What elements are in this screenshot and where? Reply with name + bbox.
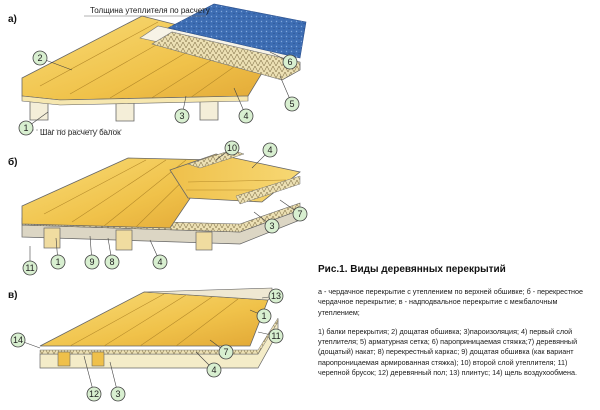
figure-caption: Рис.1. Виды деревянных перекрытий а - че… <box>318 264 596 387</box>
callout-circle-icon <box>86 386 102 402</box>
callout-circle-icon <box>264 218 280 234</box>
panel-a-screed <box>167 3 307 59</box>
panel-b-drawing <box>21 149 301 251</box>
callout-number-b-7: 1 <box>55 257 60 267</box>
callout-number-b-4: 4 <box>157 257 162 267</box>
callout-circle-icon <box>22 260 38 276</box>
callout-number-v-1: 1 <box>261 311 266 321</box>
insulation-thickness-note-text: Толщина утеплителя по расчету <box>90 6 210 15</box>
callout-circle-icon <box>206 362 222 378</box>
insulation-thickness-note: Толщина утеплителя по расчету <box>90 6 210 15</box>
callout-circle-icon <box>268 328 284 344</box>
callout-circle-icon <box>110 386 126 402</box>
callout-number-b-6: 9 <box>89 257 94 267</box>
callout-number-v-6: 12 <box>89 389 99 399</box>
callout-circle-icon <box>292 206 308 222</box>
callout-number-a-5: 6 <box>287 57 292 67</box>
callout-number-a-0: 1 <box>23 123 28 133</box>
callout-circle-icon <box>238 108 254 124</box>
callout-number-a-3: 4 <box>243 111 248 121</box>
callout-number-v-0: 13 <box>271 291 281 301</box>
callout-number-v-3: 7 <box>223 347 228 357</box>
callout-circle-icon <box>224 140 240 156</box>
callout-circle-icon <box>32 50 48 66</box>
callout-number-b-0: 10 <box>227 143 237 153</box>
callout-number-v-7: 14 <box>13 335 23 345</box>
callout-number-a-1: 2 <box>37 53 42 63</box>
panel-v-wood-floor <box>39 291 269 347</box>
caption-types: а - чердачное перекрытие с утеплением по… <box>318 287 584 317</box>
panel-a-beams <box>29 99 219 122</box>
panel-b-label: б) <box>8 156 18 168</box>
callout-number-b-8: 11 <box>25 263 34 273</box>
caption-title: Рис.1. Виды деревянных перекрытий <box>318 264 506 275</box>
callout-number-v-4: 4 <box>211 365 216 375</box>
callout-circle-icon <box>50 254 66 270</box>
panel-v-label: в) <box>8 290 17 301</box>
callout-number-b-2: 7 <box>297 209 302 219</box>
callout-circle-icon <box>152 254 168 270</box>
callout-circle-icon <box>282 54 298 70</box>
callout-circle-icon <box>256 308 272 324</box>
panel-b-beams <box>43 227 213 251</box>
caption-legend: 1) балки перекрытия; 2) дощатая обшивка;… <box>318 326 578 378</box>
callout-circle-icon <box>174 108 190 124</box>
callout-number-b-5: 8 <box>109 257 114 267</box>
panel-a-label: а) <box>8 14 17 25</box>
callout-number-a-2: 3 <box>179 111 184 121</box>
callout-number-b-1: 4 <box>267 145 272 155</box>
beam-step-note: Шаг по расчету балок <box>40 128 121 137</box>
callout-circle-icon <box>262 142 278 158</box>
callout-circle-icon <box>10 332 26 348</box>
callout-circle-icon <box>284 96 300 112</box>
callout-number-b-3: 3 <box>269 221 274 231</box>
callout-number-v-5: 3 <box>115 389 120 399</box>
callout-circle-icon <box>218 344 234 360</box>
panel-v-drawing <box>39 287 279 369</box>
callout-circle-icon <box>18 120 34 136</box>
panel-a-drawing <box>21 3 307 122</box>
callout-circle-icon <box>104 254 120 270</box>
callout-number-a-4: 5 <box>289 99 294 109</box>
callout-number-v-2: 11 <box>271 331 280 341</box>
callout-circle-icon <box>268 288 284 304</box>
callout-circle-icon <box>84 254 100 270</box>
